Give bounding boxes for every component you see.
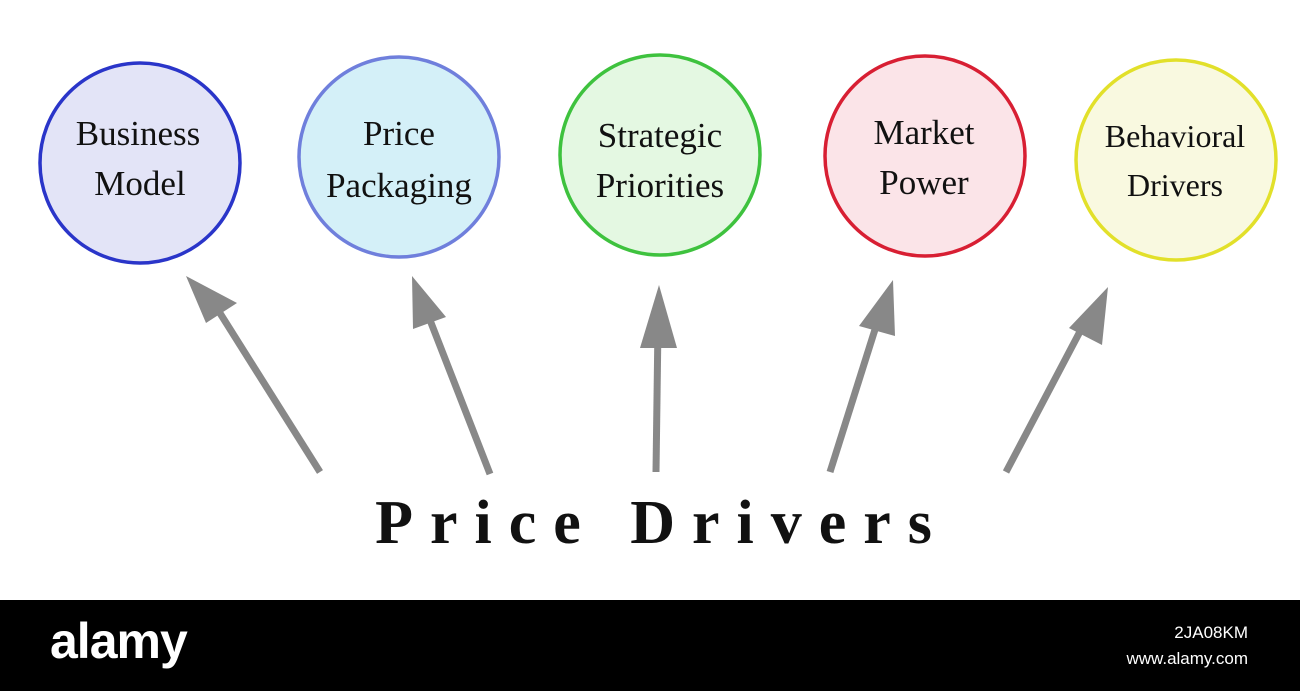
node-label-line1: Price bbox=[363, 114, 435, 153]
watermark-footer: alamy 2JA08KM www.alamy.com bbox=[0, 600, 1300, 691]
arrow-to-strategic-priorities bbox=[640, 285, 677, 473]
node-circle bbox=[1074, 58, 1278, 262]
node-price-packaging: Price Packaging bbox=[297, 55, 501, 259]
node-circle bbox=[823, 54, 1027, 258]
node-label-line1: Strategic bbox=[598, 116, 722, 155]
arrow-to-business-model bbox=[186, 276, 323, 474]
alamy-logo: alamy bbox=[50, 613, 188, 669]
node-label-line2: Power bbox=[879, 163, 969, 202]
node-label-line2: Drivers bbox=[1127, 167, 1223, 203]
image-id-label: 2JA08KM bbox=[1174, 623, 1248, 642]
node-market-power: Market Power bbox=[823, 54, 1027, 258]
node-strategic-priorities: Strategic Priorities bbox=[558, 53, 762, 257]
node-label-line2: Priorities bbox=[596, 166, 724, 205]
arrow-to-behavioral-drivers bbox=[1002, 287, 1108, 474]
alamy-url-label: www.alamy.com bbox=[1126, 649, 1248, 668]
node-label-line2: Packaging bbox=[326, 166, 472, 205]
node-label-line1: Behavioral bbox=[1105, 118, 1246, 154]
price-drivers-diagram: Business Model Price Packaging Strategic… bbox=[38, 53, 1278, 557]
arrow-to-market-power bbox=[826, 280, 895, 474]
node-label-line2: Model bbox=[94, 164, 186, 203]
node-behavioral-drivers: Behavioral Drivers bbox=[1074, 58, 1278, 262]
node-label-line1: Market bbox=[873, 113, 974, 152]
diagram-title: Price Drivers bbox=[375, 489, 949, 557]
arrow-to-price-packaging bbox=[412, 276, 494, 476]
node-business-model: Business Model bbox=[38, 61, 242, 265]
node-circle bbox=[297, 55, 501, 259]
node-circle bbox=[38, 61, 242, 265]
node-circle bbox=[558, 53, 762, 257]
node-label-line1: Business bbox=[76, 114, 200, 153]
